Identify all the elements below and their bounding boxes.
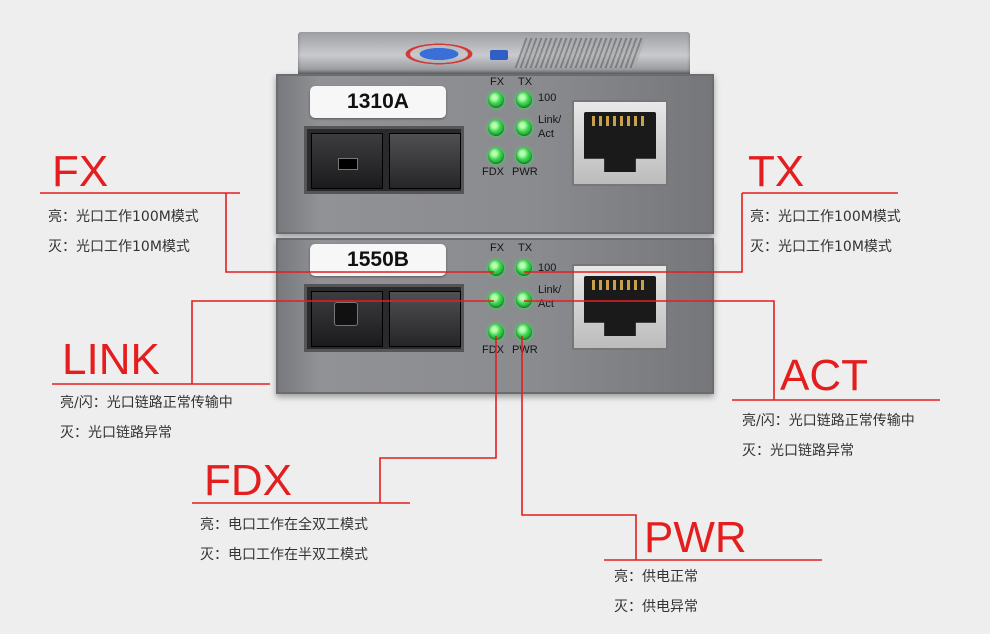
media-converter-bottom: 1550B FX TX 100 Link/ Act FDX PWR xyxy=(276,238,714,400)
callout-fx-line-1: 亮：光口工作100M模式 xyxy=(48,209,199,225)
heat-vent xyxy=(514,38,646,68)
callout-act-line-1: 亮/闪：光口链路正常传输中 xyxy=(742,413,915,429)
led-label-100: 100 xyxy=(538,262,557,274)
led-label-fdx: FDX xyxy=(482,344,504,356)
fiber-port xyxy=(304,284,464,352)
ethernet-port xyxy=(572,264,668,350)
callout-tx-line-2: 灭：光口工作10M模式 xyxy=(750,239,892,255)
callout-link-line-1: 亮/闪：光口链路正常传输中 xyxy=(60,395,233,411)
model-label: 1310A xyxy=(310,86,446,118)
led-tx-icon xyxy=(516,260,532,276)
led-pwr-icon xyxy=(516,148,532,164)
callout-pwr-title: PWR xyxy=(644,513,747,562)
led-act-icon xyxy=(516,292,532,308)
callout-fdx-title: FDX xyxy=(204,456,292,505)
device-lid xyxy=(298,32,690,74)
callout-tx-line-1: 亮：光口工作100M模式 xyxy=(750,209,901,225)
led-label-tx: TX xyxy=(518,76,533,88)
led-pwr-icon xyxy=(516,324,532,340)
led-act-icon xyxy=(516,120,532,136)
callout-fdx-line-1: 亮：电口工作在全双工模式 xyxy=(200,517,368,533)
led-link-icon xyxy=(488,292,504,308)
front-panel: 1310A FX TX 100 Link/ Act FDX PWR xyxy=(276,74,714,234)
callout-fdx-line-2: 灭：电口工作在半双工模式 xyxy=(200,547,368,563)
callout-fx-line-2: 灭：光口工作10M模式 xyxy=(48,239,190,255)
led-fx-icon xyxy=(488,260,504,276)
callout-link-title: LINK xyxy=(62,335,160,384)
callout-tx-title: TX xyxy=(748,147,805,196)
led-label-link: Link/ xyxy=(538,114,562,126)
callout-fx-title: FX xyxy=(52,147,109,196)
led-label-pwr: PWR xyxy=(512,166,538,178)
callout-act-title: ACT xyxy=(780,351,868,400)
led-link-icon xyxy=(488,120,504,136)
callout-link-line-2: 灭：光口链路异常 xyxy=(60,425,172,441)
led-fdx-icon xyxy=(488,148,504,164)
led-label-fx: FX xyxy=(490,242,505,254)
front-panel: 1550B FX TX 100 Link/ Act FDX PWR xyxy=(276,238,714,394)
led-group: FX TX 100 Link/ Act FDX PWR xyxy=(478,76,598,200)
led-tx-icon xyxy=(516,92,532,108)
led-label-act: Act xyxy=(538,298,554,310)
led-label-tx: TX xyxy=(518,242,533,254)
media-converter-top: 1310A FX TX 100 Link/ Act FDX PWR xyxy=(276,32,714,238)
led-label-fx: FX xyxy=(490,76,505,88)
callout-act-line-2: 灭：光口链路异常 xyxy=(742,443,854,459)
led-label-100: 100 xyxy=(538,92,557,104)
callout-pwr-line-1: 亮：供电正常 xyxy=(614,569,698,585)
led-fdx-icon xyxy=(488,324,504,340)
led-label-act: Act xyxy=(538,128,554,140)
model-label: 1550B xyxy=(310,244,446,276)
led-fx-icon xyxy=(488,92,504,108)
led-label-link: Link/ xyxy=(538,284,562,296)
brand-logo-icon xyxy=(394,40,508,68)
led-label-pwr: PWR xyxy=(512,344,538,356)
callout-pwr-line-2: 灭：供电异常 xyxy=(614,599,698,615)
ethernet-port xyxy=(572,100,668,186)
fiber-port xyxy=(304,126,464,194)
led-label-fdx: FDX xyxy=(482,166,504,178)
